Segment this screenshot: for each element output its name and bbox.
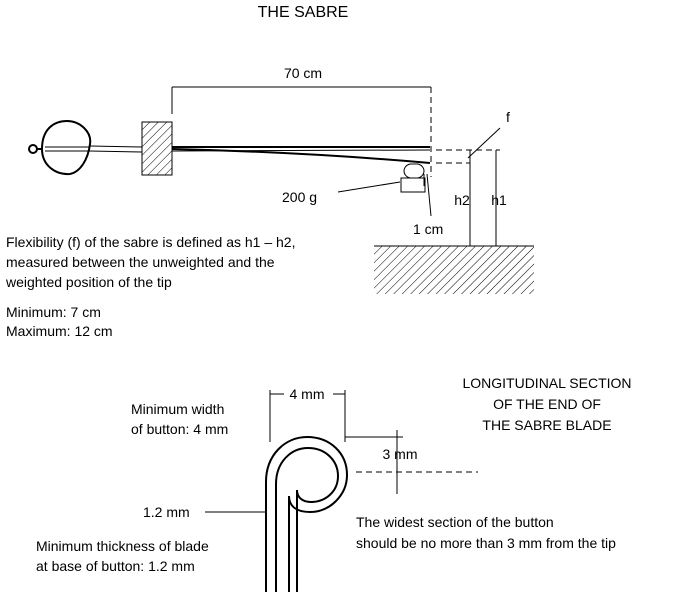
distance-label: 3 mm bbox=[383, 446, 418, 462]
widest-line-1: The widest section of the button bbox=[356, 514, 554, 530]
definition-line-1: Flexibility (f) of the sabre is defined … bbox=[6, 234, 295, 250]
bell-guard bbox=[40, 119, 92, 176]
weight-base bbox=[400, 177, 426, 193]
min-width-line-2: of button: 4 mm bbox=[131, 421, 228, 437]
maximum-label: Maximum: 12 cm bbox=[6, 323, 113, 339]
length-label: 70 cm bbox=[284, 65, 322, 81]
weight bbox=[403, 163, 425, 179]
page-title: THE SABRE bbox=[258, 4, 349, 21]
width-label: 4 mm bbox=[290, 386, 325, 402]
definition-line-2: measured between the unweighted and the bbox=[6, 254, 275, 270]
min-width-line-1: Minimum width bbox=[131, 401, 224, 417]
blade-weighted bbox=[171, 148, 431, 164]
h1-label: h1 bbox=[491, 192, 507, 208]
weight-label: 200 g bbox=[282, 189, 317, 205]
button-outer bbox=[265, 435, 349, 592]
button-drawing: 4 mm 3 mm 1.2 mm bbox=[143, 386, 478, 592]
h2-label: h2 bbox=[454, 192, 470, 208]
definition-line-3: weighted position of the tip bbox=[5, 274, 172, 290]
thickness-label: 1.2 mm bbox=[143, 504, 190, 520]
section-title-line-2: OF THE END OF bbox=[493, 396, 601, 412]
section-notes: Minimum width of button: 4 mm The widest… bbox=[36, 401, 616, 574]
widest-line-2: should be no more than 3 mm from the tip bbox=[356, 535, 616, 551]
sabre-drawing: 70 cm f h2 h1 200 g 1 cm bbox=[28, 65, 534, 294]
ground-block bbox=[374, 246, 534, 294]
clamp-block bbox=[141, 121, 173, 176]
min-thickness-line-1: Minimum thickness of blade bbox=[36, 538, 209, 554]
offset-label: 1 cm bbox=[413, 221, 443, 237]
minimum-label: Minimum: 7 cm bbox=[6, 304, 101, 320]
pommel bbox=[28, 144, 38, 154]
section-title: LONGITUDINAL SECTION OF THE END OF THE S… bbox=[462, 375, 631, 433]
section-title-line-3: THE SABRE BLADE bbox=[482, 417, 611, 433]
min-thickness-line-2: at base of button: 1.2 mm bbox=[36, 558, 195, 574]
definition-text: Flexibility (f) of the sabre is defined … bbox=[5, 234, 295, 339]
section-title-line-1: LONGITUDINAL SECTION bbox=[462, 375, 631, 391]
button-inner bbox=[275, 446, 340, 592]
f-label: f bbox=[506, 109, 510, 125]
